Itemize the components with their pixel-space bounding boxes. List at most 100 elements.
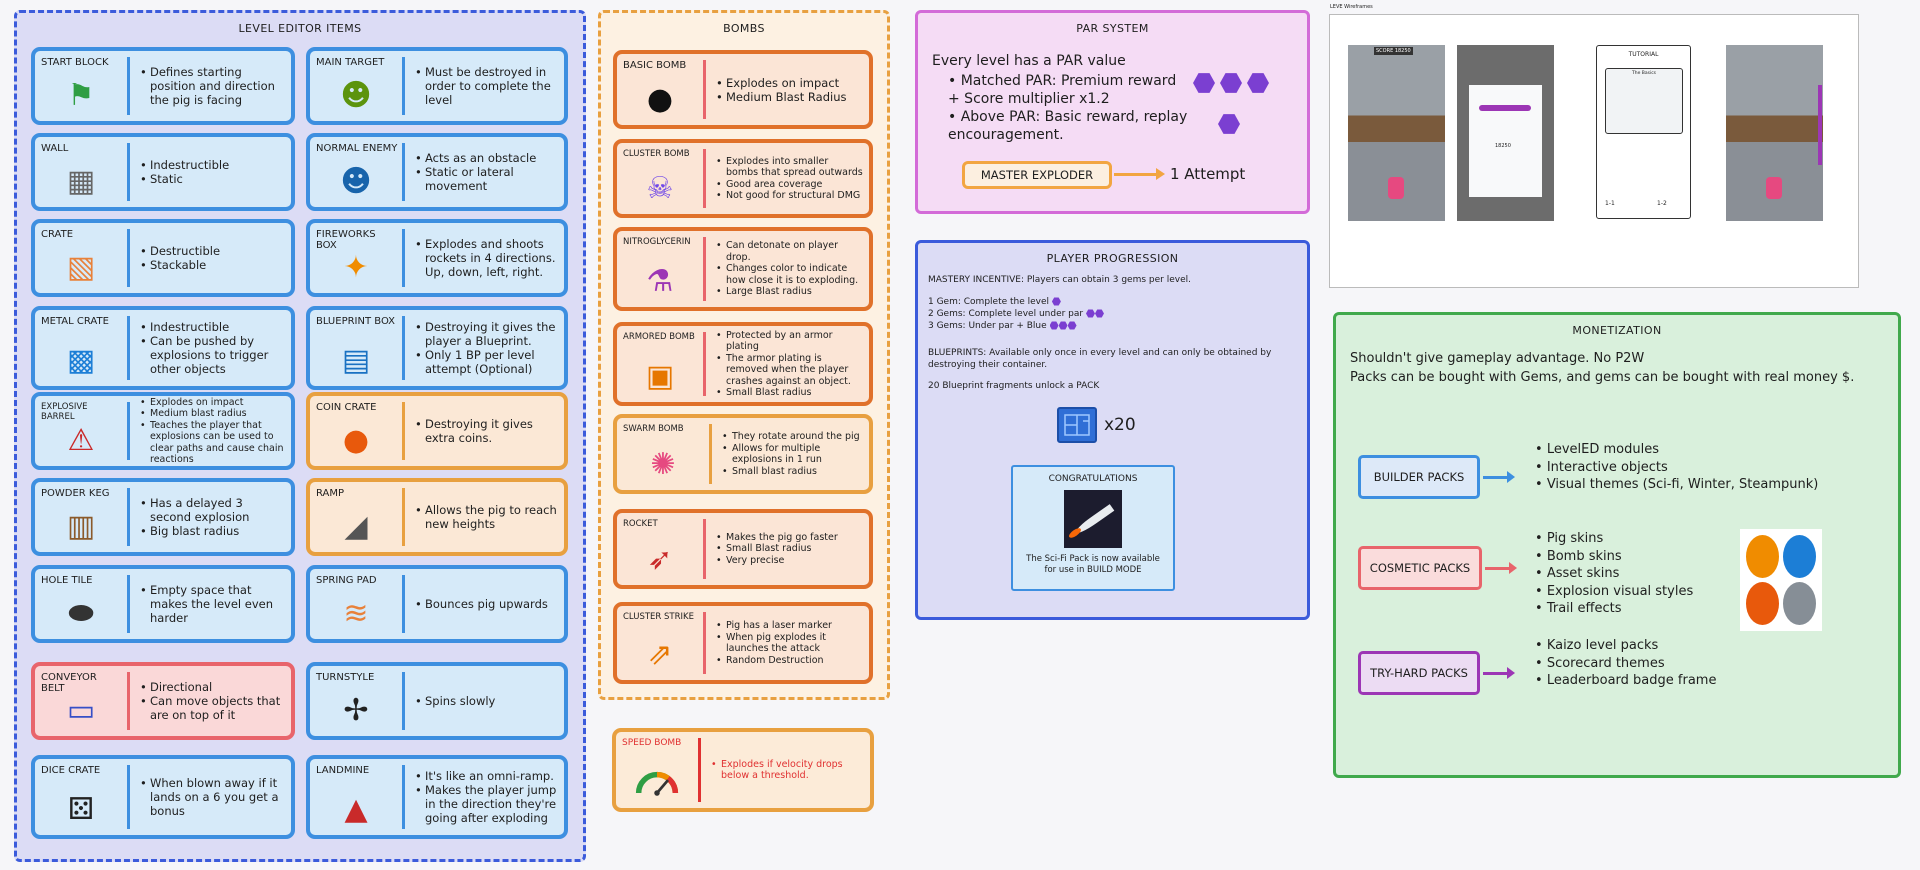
card-label-area: TURNSTYLE✢ (310, 666, 402, 736)
bullet: Indestructible (140, 320, 285, 334)
divider (127, 316, 130, 380)
bullet-list: Has a delayed 3 second explosionBig blas… (130, 496, 291, 538)
mastery-incentive: MASTERY INCENTIVE: Players can obtain 3 … (928, 275, 1191, 285)
armored-bomb-icon: ▣ (645, 358, 675, 394)
bullet: Destructible (140, 244, 220, 258)
bullet-list: Explodes on impactMedium blast radiusTea… (130, 397, 291, 466)
bullet-list: Can detonate on player drop.Changes colo… (706, 240, 869, 298)
card-label-area: EXPLOSIVE BARREL⚠ (35, 396, 127, 466)
card-label-area: CLUSTER BOMB☠ (617, 143, 703, 214)
bullet: Small blast radius (722, 466, 863, 478)
bomb-skins-image (1740, 529, 1822, 631)
monetization-line-2: Packs can be bought with Gems, and gems … (1350, 370, 1855, 385)
bomb-icon: ● (646, 81, 674, 117)
bullet: Makes the player jump in the direction t… (415, 783, 558, 825)
map-node-2: 1-2 (1657, 200, 1667, 207)
wireframe-tutorial: TUTORIAL The Basics 1-1 1-2 (1596, 45, 1691, 219)
bullet: Indestructible (140, 158, 229, 172)
card-label-area: FIREWORKS BOX✦ (310, 223, 402, 293)
level-item-conveyor-belt: CONVEYOR BELT▭ DirectionalCan move object… (31, 662, 295, 740)
cosmetic-packs-button[interactable]: COSMETIC PACKS (1358, 546, 1482, 590)
gem-tier-3: 3 Gems: Under par + Blue (928, 321, 1077, 331)
bullet: They rotate around the pig (722, 431, 863, 443)
pack-item: • Interactive objects (1535, 459, 1818, 477)
gem-tier-1: 1 Gem: Complete the level (928, 297, 1061, 307)
bullet-list: Protected by an armor platingThe armor p… (706, 330, 869, 399)
bomb-nitroglycerin: NITROGLYCERIN⚗Can detonate on player dro… (613, 227, 873, 311)
flask-icon: ⚗ (646, 263, 674, 299)
swarm-icon: ✺ (650, 446, 676, 482)
crate-icon: ▧ (66, 249, 96, 285)
map-node-1: 1-1 (1605, 200, 1615, 207)
arrow-head-icon (1509, 562, 1517, 574)
par-result: 1 Attempt (1170, 165, 1246, 183)
bullet-list: Acts as an obstacleStatic or lateral mov… (405, 151, 564, 193)
bullet-list: Destroying it gives extra coins. (405, 417, 564, 445)
card-label-area: ARMORED BOMB▣ (617, 326, 703, 402)
level-item-turnstyle: TURNSTYLE✢Spins slowly (306, 662, 568, 740)
ogre-icon: ☻ (340, 77, 372, 113)
card-label: HOLE TILE (41, 575, 93, 586)
card-label-area: BASIC BOMB● (617, 54, 703, 125)
card-label: METAL CRATE (41, 316, 109, 327)
bomb-cluster-bomb: CLUSTER BOMB☠Explodes into smaller bombs… (613, 139, 873, 218)
divider (402, 575, 405, 633)
monetization-line-1: Shouldn't give gameplay advantage. No P2… (1350, 351, 1645, 366)
fireworks-box-icon: ✦ (343, 249, 369, 285)
bomb-cluster-strike: CLUSTER STRIKE⇗Pig has a laser markerWhe… (613, 602, 873, 684)
level-item-coin-crate: COIN CRATE●Destroying it gives extra coi… (306, 392, 568, 470)
bullet: Medium blast radius (140, 408, 285, 420)
card-label: LANDMINE (316, 765, 370, 776)
divider (127, 57, 130, 115)
bullet: Explodes on impact (716, 76, 847, 90)
card-label-area: SWARM BOMB✺ (617, 418, 709, 490)
card-label: RAMP (316, 488, 345, 499)
bullet: Static (140, 172, 229, 186)
bullet: Defines starting position and direction … (140, 65, 285, 107)
bullet-list: Destroying it gives the player a Bluepri… (405, 320, 564, 376)
bullet-list: Makes the pig go fasterSmall Blast radiu… (706, 532, 844, 567)
bullet-list: IndestructibleCan be pushed by explosion… (130, 320, 291, 376)
level-item-blueprint-box: BLUEPRINT BOX▤Destroying it gives the pl… (306, 306, 568, 390)
card-label: COIN CRATE (316, 402, 377, 413)
level-item-ramp: RAMP◢Allows the pig to reach new heights (306, 478, 568, 556)
arrow-head-icon (1507, 667, 1515, 679)
card-label: CRATE (41, 229, 74, 240)
bullet: Not good for structural DMG (716, 190, 863, 202)
bullet-list: Explodes on impactMedium Blast Radius (706, 76, 853, 104)
congratulations-card[interactable]: CONGRATULATIONS The Sci-Fi Pack is now a… (1011, 465, 1175, 591)
card-label-area: HOLE TILE⬬ (35, 569, 127, 639)
bombs-title: BOMBS (723, 22, 765, 35)
monetization-panel: MONETIZATION Shouldn't give gameplay adv… (1333, 312, 1901, 778)
bullet: Only 1 BP per level attempt (Optional) (415, 348, 558, 376)
bullet: Can detonate on player drop. (716, 240, 863, 263)
explosive-barrel-icon: ⚠ (67, 422, 95, 458)
bullet: Directional (140, 680, 285, 694)
bullet: Can move objects that are on top of it (140, 694, 285, 722)
card-label-area: CONVEYOR BELT▭ (35, 666, 127, 736)
try-hard-packs-button[interactable]: TRY-HARD PACKS (1358, 651, 1480, 695)
bullet-list: Explodes into smaller bombs that spread … (706, 156, 869, 202)
speed-bomb-label: SPEED BOMB (622, 738, 682, 748)
landmine-icon: ▲ (344, 791, 368, 827)
divider (127, 575, 130, 633)
divider (402, 488, 405, 546)
par-intro: Every level has a PAR value (932, 53, 1126, 69)
pack-item: • Pig skins (1535, 530, 1693, 548)
pack-item: • Bomb skins (1535, 548, 1693, 566)
bullet-dot: • (1535, 459, 1547, 475)
card-label: FIREWORKS BOX (316, 229, 376, 251)
builder-packs-button[interactable]: BUILDER PACKS (1358, 455, 1480, 499)
bullet: Empty space that makes the level even ha… (140, 583, 285, 625)
pack-item: • Trail effects (1535, 600, 1693, 618)
wireframes-label: LEVE Wireframes (1330, 4, 1373, 10)
player-progression-panel: PLAYER PROGRESSION MASTERY INCENTIVE: Pl… (915, 240, 1310, 620)
pack-item: • Visual themes (Sci-fi, Winter, Steampu… (1535, 476, 1818, 494)
wireframes-panel: SCORE 18250 18250 TUTORIAL The Basics 1-… (1329, 14, 1859, 288)
gem-icon-above (1218, 113, 1240, 135)
bullet: Has a delayed 3 second explosion (140, 496, 285, 524)
bullet-list: Must be destroyed in order to complete t… (405, 65, 564, 107)
card-label: CONVEYOR BELT (41, 672, 97, 694)
bullet-dot: • (1535, 442, 1547, 457)
card-label: BLUEPRINT BOX (316, 316, 396, 327)
